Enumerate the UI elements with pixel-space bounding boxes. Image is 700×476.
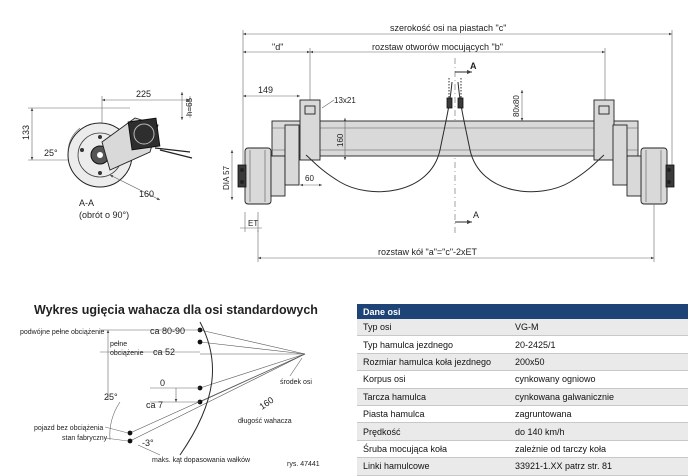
dim-149: 149 (258, 85, 273, 95)
overall-width-dimension: szerokość osi na piastach "c" (242, 23, 673, 180)
section-marker-label-bottom: A (473, 210, 479, 220)
specs-header: Dane osi (357, 304, 688, 319)
right-mounting-bracket (593, 99, 615, 161)
spec-value: cynkowany ogniowo (509, 370, 688, 389)
graph-title: Wykres ugięcia wahacza dla osi standardo… (34, 303, 318, 317)
dim-13x21: 13x21 (334, 96, 356, 105)
spec-label: Rozmiar hamulca koła jezdnego (357, 353, 509, 372)
arm-position-lines (129, 329, 306, 442)
spec-label: Korpus osi (357, 370, 509, 389)
section-marker-label-top: A (470, 61, 477, 71)
fig-number: rys. 47441 (287, 461, 320, 468)
dim-25deg: 25° (44, 148, 58, 158)
overall-width-label: szerokość osi na piastach "c" (390, 23, 506, 33)
dim-60: 60 (305, 174, 314, 183)
mount-spacing-label: rozstaw otworów mocujących "b" (372, 42, 503, 52)
section-subtitle: (obrót o 90°) (79, 210, 129, 220)
wheel-spacing-dimension: rozstaw kół "a"="c"-2xET (257, 204, 655, 262)
section-marker-bottom: A (455, 210, 479, 225)
dim-160-side: 160 (139, 189, 154, 199)
spec-value: 20-2425/1 (509, 335, 688, 354)
spec-value: cynkowana galwanicznie (509, 388, 688, 406)
spec-label: Prędkość (357, 422, 509, 441)
label-arm-length: długość wahacza (238, 418, 292, 425)
spec-value: do 140 km/h (509, 422, 688, 441)
dim-225: 225 (136, 89, 151, 99)
left-mounting-bracket (299, 99, 321, 161)
val-ca-80-90: ca 80-90 (150, 326, 185, 336)
axle-square-section (127, 117, 161, 151)
deflection-graph: Wykres ugięcia wahacza dla osi standardo… (20, 303, 320, 468)
val-ca-52: ca 52 (153, 347, 175, 357)
right-brake-drum (612, 124, 675, 205)
dim-160-front: 160 (336, 133, 345, 147)
spec-label: Linki hamulcowe (357, 457, 509, 476)
spec-value: VG-M (509, 319, 688, 337)
val-minus3: -3° (142, 438, 154, 448)
dim-h65: h=65 (185, 97, 194, 116)
spec-value: 33921-1.XX patrz str. 81 (509, 457, 688, 476)
spec-label: Śruba mocująca koła (357, 440, 509, 459)
wheel-spacing-label: rozstaw kół "a"="c"-2xET (378, 247, 478, 257)
axle-tube (271, 120, 639, 157)
spec-value: 200x50 (509, 353, 688, 372)
label-no-load-1: pojazd bez obciążenia (34, 425, 103, 432)
side-view-section: 225 h=65 133 25° 160 A-A (obrót o 90°) (21, 89, 194, 220)
brake-cables (305, 78, 605, 193)
label-full-load-1: pełne (110, 341, 127, 348)
val-0: 0 (160, 378, 165, 388)
spec-value: zależnie od tarczy koła (509, 440, 688, 459)
spec-label: Piasta hamulca (357, 405, 509, 424)
d-label: "d" (272, 42, 283, 52)
label-full-load-2: obciążenie (110, 350, 144, 357)
section-marker-top: A (455, 61, 477, 75)
spec-label: Typ osi (357, 319, 509, 337)
spec-label: Typ hamulca jezdnego (357, 335, 509, 354)
val-25deg: 25° (104, 392, 118, 402)
label-max-angle: maks. kąt dopasowania wałków (152, 457, 251, 464)
arm-arc (179, 321, 214, 456)
label-axle-center: środek osi (280, 379, 312, 386)
spec-label: Tarcza hamulca (357, 388, 509, 406)
val-160: 160 (257, 395, 275, 412)
label-double-load: podwójne pełne obciążenie (20, 329, 105, 336)
label-no-load-2: stan fabryczny (62, 435, 108, 442)
specs-header-row: Dane osi (357, 304, 688, 319)
dim-dia57: DIA 57 (222, 165, 231, 190)
mount-spacing-dimension: "d" rozstaw otworów mocujących "b" (243, 42, 606, 100)
axle-technical-drawing: szerokość osi na piastach "c" "d" rozsta… (21, 23, 675, 262)
dim-80x80: 80x80 (512, 95, 521, 117)
val-ca-7: ca 7 (146, 400, 163, 410)
dim-et: ET (248, 219, 258, 228)
dim-133: 133 (21, 125, 31, 140)
front-view-dimensions: 149 13x21 160 80x80 DIA 57 60 ET (222, 85, 524, 232)
spec-value: zagruntowana (509, 405, 688, 424)
left-brake-drum (237, 124, 300, 205)
section-title: A-A (79, 198, 94, 208)
